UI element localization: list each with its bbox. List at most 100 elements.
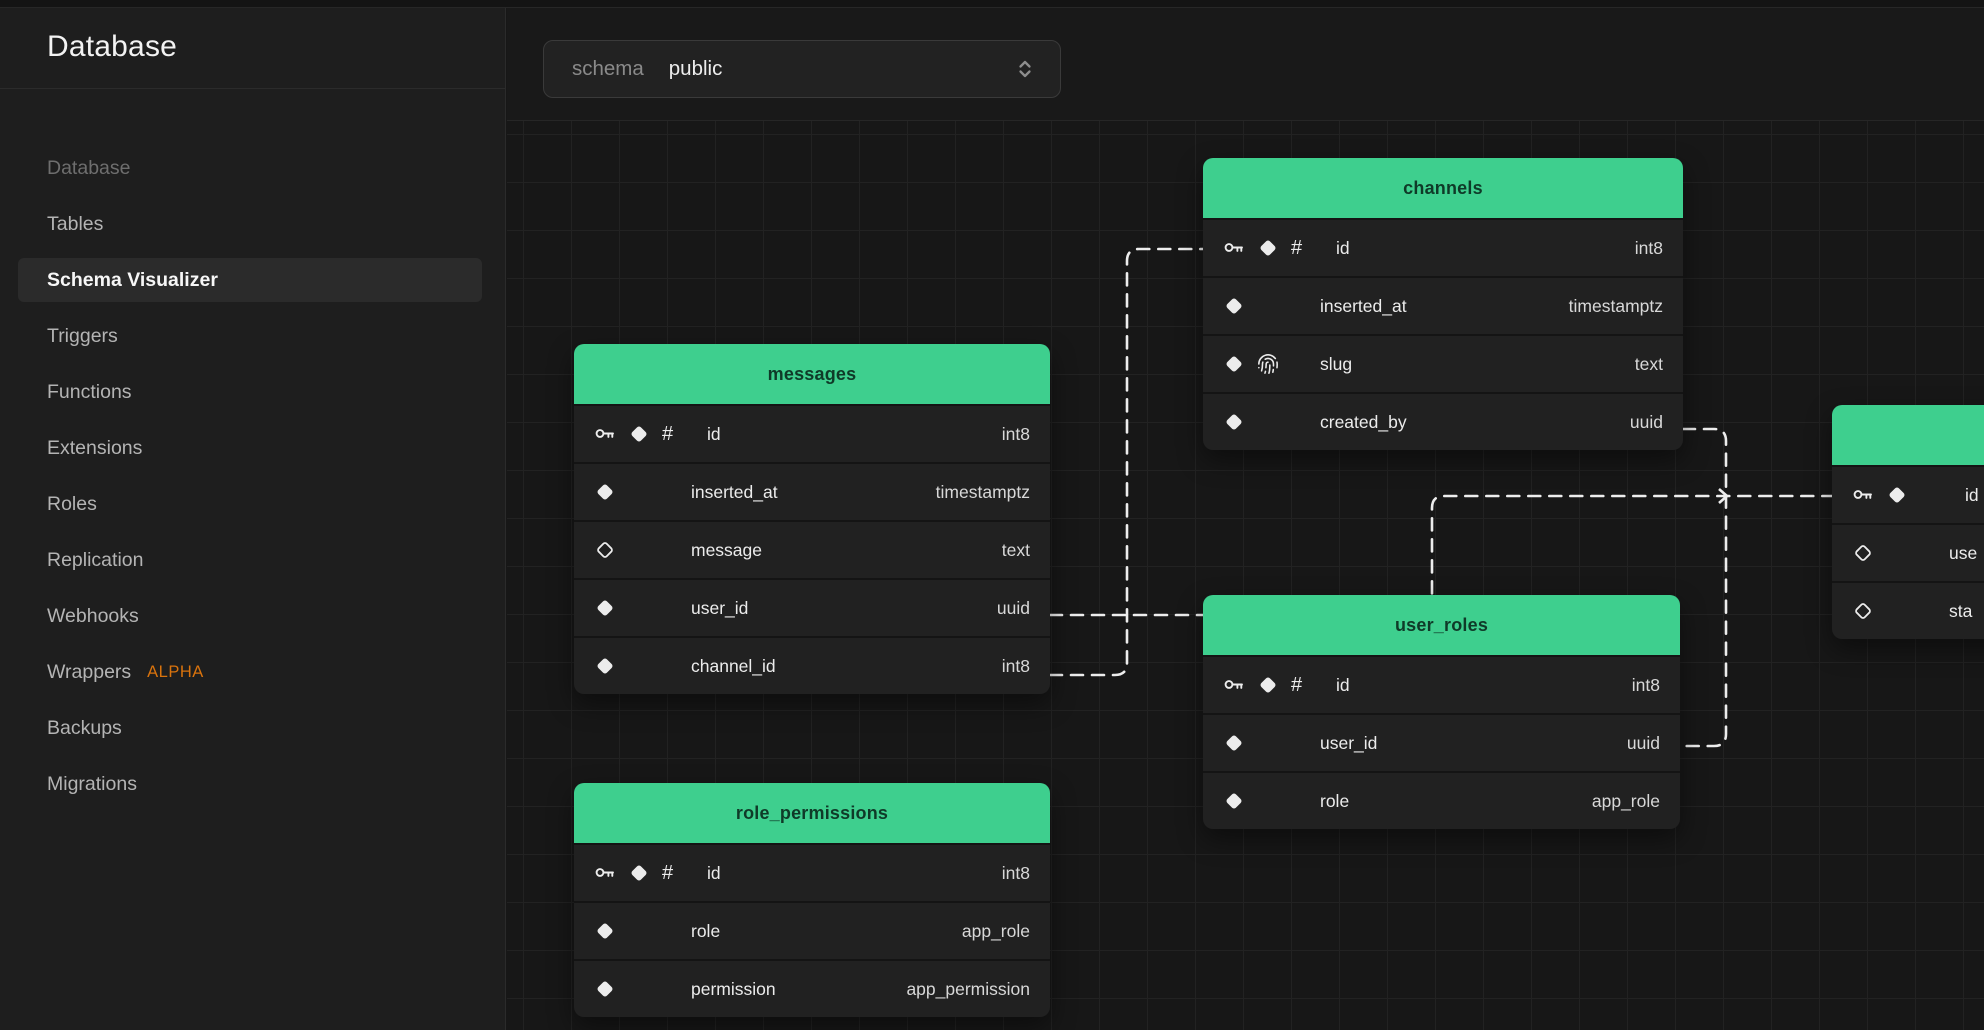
sidebar-item-label: Schema Visualizer bbox=[47, 268, 218, 291]
non-nullable-icon bbox=[1223, 790, 1245, 812]
column-icons bbox=[1852, 484, 1965, 506]
sidebar-item-triggers[interactable]: Triggers bbox=[18, 314, 482, 358]
column-name: id bbox=[1965, 484, 1979, 505]
sidebar-item-schema-visualizer[interactable]: Schema Visualizer bbox=[18, 258, 482, 302]
column-name: channel_id bbox=[691, 655, 776, 676]
identity-icon: # bbox=[662, 861, 674, 884]
column-type: int8 bbox=[1001, 862, 1030, 883]
column-name: id bbox=[707, 423, 721, 444]
sidebar-item-label: Backups bbox=[47, 716, 122, 739]
non-nullable-icon bbox=[594, 920, 616, 942]
column-type: uuid bbox=[996, 597, 1030, 618]
sidebar-item-webhooks[interactable]: Webhooks bbox=[18, 594, 482, 638]
table-title: messages bbox=[767, 363, 857, 384]
schema-select[interactable]: schema public bbox=[543, 40, 1061, 98]
column-type: app_role bbox=[1591, 790, 1660, 811]
sidebar-item-extensions[interactable]: Extensions bbox=[18, 426, 482, 470]
table-header[interactable]: user_roles bbox=[1203, 595, 1680, 655]
non-nullable-icon bbox=[594, 978, 616, 1000]
sidebar-item-replication[interactable]: Replication bbox=[18, 538, 482, 582]
unique-icon bbox=[1257, 353, 1279, 375]
primary-key-icon bbox=[594, 862, 616, 884]
sidebar-item-label: Extensions bbox=[47, 436, 143, 459]
column-icons bbox=[1852, 542, 1949, 564]
column-icons bbox=[594, 978, 691, 1000]
column-type: uuid bbox=[1629, 411, 1663, 432]
table-title: user_roles bbox=[1394, 614, 1489, 635]
schema-select-label: schema bbox=[572, 57, 644, 80]
non-nullable-icon bbox=[628, 423, 650, 445]
table-header[interactable]: role_permissions bbox=[574, 783, 1050, 843]
column-type: int8 bbox=[1631, 674, 1660, 695]
sidebar-item-label: Wrappers bbox=[47, 660, 132, 683]
alpha-badge: ALPHA bbox=[147, 662, 204, 681]
primary-key-icon bbox=[1223, 237, 1245, 259]
sidebar-item-roles[interactable]: Roles bbox=[18, 482, 482, 526]
identity-icon: # bbox=[662, 422, 674, 445]
non-nullable-icon bbox=[628, 862, 650, 884]
column-name: inserted_at bbox=[691, 481, 778, 502]
table-header[interactable] bbox=[1832, 405, 1984, 465]
non-nullable-icon bbox=[1257, 674, 1279, 696]
table-header[interactable]: channels bbox=[1203, 158, 1683, 218]
identity-icon: # bbox=[1291, 673, 1303, 696]
identity-icon: # bbox=[1291, 236, 1303, 259]
column-name: role bbox=[1320, 790, 1350, 811]
column-icons: # bbox=[594, 423, 707, 446]
column-icons bbox=[594, 597, 691, 619]
column-icons bbox=[1223, 353, 1320, 375]
sidebar-item-migrations[interactable]: Migrations bbox=[18, 762, 482, 806]
nullable-icon bbox=[1852, 542, 1874, 564]
column-row-sta: sta bbox=[1832, 581, 1984, 639]
non-nullable-icon bbox=[1223, 732, 1245, 754]
column-name: use bbox=[1949, 542, 1978, 563]
column-name: id bbox=[1336, 674, 1350, 695]
column-type: int8 bbox=[1634, 237, 1663, 258]
column-name: user_id bbox=[691, 597, 749, 618]
non-nullable-icon bbox=[1223, 295, 1245, 317]
sidebar-item-label: Roles bbox=[47, 492, 97, 515]
sidebar-item-database[interactable]: Database bbox=[18, 146, 482, 190]
column-type: app_permission bbox=[906, 978, 1030, 999]
non-nullable-icon bbox=[1223, 353, 1245, 375]
column-icons bbox=[594, 655, 691, 677]
column-name: message bbox=[691, 539, 763, 560]
table-header[interactable]: messages bbox=[574, 344, 1050, 404]
column-type: app_role bbox=[961, 920, 1030, 941]
column-icons bbox=[1223, 411, 1320, 433]
non-nullable-icon bbox=[594, 481, 616, 503]
nullable-icon bbox=[1852, 600, 1874, 622]
column-icons: # bbox=[594, 862, 707, 885]
column-name: slug bbox=[1320, 353, 1353, 374]
sidebar-item-tables[interactable]: Tables bbox=[18, 202, 482, 246]
column-row-id: id bbox=[1832, 465, 1984, 523]
sidebar-item-label: Replication bbox=[47, 548, 144, 571]
table-title: channels bbox=[1403, 177, 1483, 198]
non-nullable-icon bbox=[1886, 484, 1908, 506]
column-type: text bbox=[1634, 353, 1663, 374]
sidebar-item-backups[interactable]: Backups bbox=[18, 706, 482, 750]
column-icons: # bbox=[1223, 674, 1336, 697]
column-icons bbox=[1852, 600, 1949, 622]
sidebar-item-wrappers[interactable]: Wrappers ALPHA bbox=[18, 650, 482, 694]
column-icons bbox=[1223, 732, 1320, 754]
column-type: timestamptz bbox=[1568, 295, 1663, 316]
sidebar-item-functions[interactable]: Functions bbox=[18, 370, 482, 414]
table-partial[interactable]: id use sta bbox=[1832, 405, 1984, 639]
column-row-user-id: user_id uuid bbox=[574, 578, 1050, 636]
primary-key-icon bbox=[1852, 484, 1874, 506]
